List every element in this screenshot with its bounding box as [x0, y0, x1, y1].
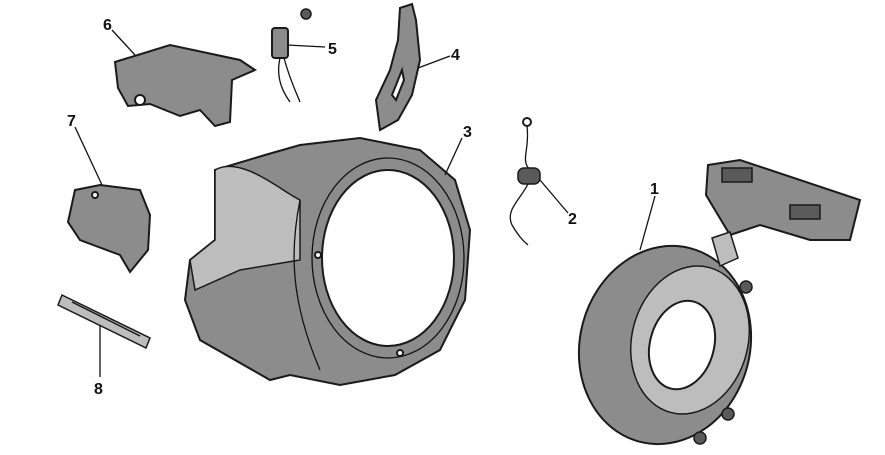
callout-2: 2	[568, 211, 577, 228]
callout-4: 4	[451, 47, 460, 64]
part-2-switch	[509, 117, 541, 246]
part-6-top-cover	[113, 43, 258, 128]
callout-7: 7	[67, 113, 76, 130]
part-3-fan-cover	[183, 136, 472, 387]
leader-lines	[74, 29, 656, 377]
callout-1: 1	[650, 181, 659, 198]
callout-3: 3	[463, 124, 472, 141]
part-5-sensor	[271, 8, 312, 103]
part-1-recoil-starter	[577, 158, 862, 446]
part-7-side-plate	[66, 183, 152, 274]
callout-5: 5	[328, 41, 337, 58]
callout-6: 6	[103, 17, 112, 34]
part-4-bracket	[374, 2, 422, 132]
part-8-strip	[57, 293, 151, 350]
callout-8: 8	[94, 381, 103, 398]
